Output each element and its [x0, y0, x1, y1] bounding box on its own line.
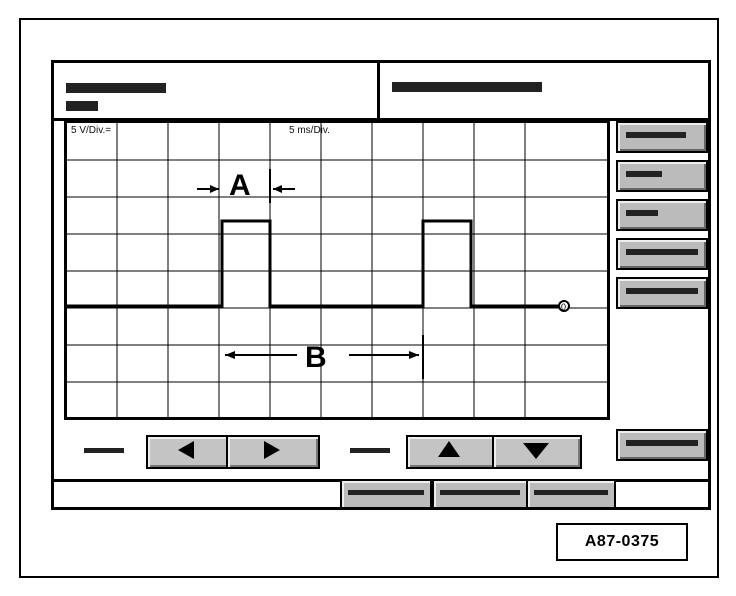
softkey-6-button[interactable]: [616, 429, 708, 461]
arrow-right-icon: [264, 441, 280, 459]
square-wave: [67, 219, 559, 308]
dimension-b-left-arrow-icon: [225, 351, 235, 359]
bottom-tab-1[interactable]: [340, 481, 432, 507]
grid-lines: [67, 123, 607, 417]
time-right-button[interactable]: [226, 435, 320, 469]
y-scale-label: 5 V/Div.=: [71, 125, 112, 136]
softkey-3-button[interactable]: [616, 199, 708, 231]
header-subtitle-bar: [66, 101, 98, 111]
dimension-a-left-arrow-icon: [210, 185, 219, 193]
y-scale-indicator: [350, 448, 390, 453]
dimension-a-right-arrow-icon: [273, 185, 282, 193]
dimension-b-right-arrow-icon: [409, 351, 419, 359]
oscilloscope-display: 5 V/Div.= 5 ms/Div.: [64, 120, 610, 420]
zero-marker-label: 0: [561, 302, 566, 312]
x-scale-label: 5 ms/Div.: [289, 125, 330, 136]
figure-code: A87-0375: [556, 523, 688, 561]
softkey-1-button[interactable]: [616, 121, 708, 153]
arrow-left-icon: [178, 441, 194, 459]
header-right-title-bar: [392, 82, 542, 92]
softkey-2-button[interactable]: [616, 160, 708, 192]
waveform-plot: 0 A B: [67, 123, 607, 417]
header-right-panel: [380, 63, 708, 121]
softkey-5-button[interactable]: [616, 277, 708, 309]
dimension-b-label: B: [305, 341, 327, 374]
arrow-down-icon: [523, 443, 549, 459]
softkey-4-button[interactable]: [616, 238, 708, 270]
amplitude-up-button[interactable]: [406, 435, 496, 469]
header-title-bar: [66, 83, 166, 93]
amplitude-down-button[interactable]: [492, 435, 582, 469]
header-left-panel: [54, 63, 380, 121]
bottom-tab-2[interactable]: [432, 481, 528, 507]
dimension-a-label: A: [229, 169, 251, 202]
bottom-tab-3[interactable]: [526, 481, 616, 507]
bottom-bar-top-border: [54, 479, 708, 482]
x-scale-indicator: [84, 448, 124, 453]
tester-screen: 5 V/Div.= 5 ms/Div.: [51, 60, 711, 510]
figure-frame: 5 V/Div.= 5 ms/Div.: [19, 18, 719, 578]
zero-marker-icon: [558, 300, 570, 312]
time-left-button[interactable]: [146, 435, 230, 469]
arrow-up-icon: [438, 441, 460, 457]
